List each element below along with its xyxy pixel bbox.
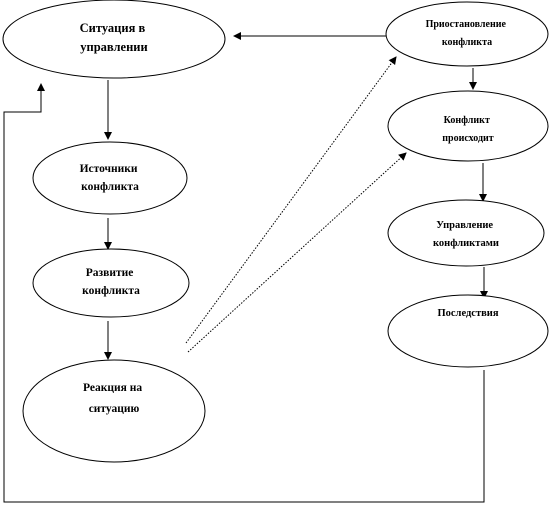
node-development-label: Развитие конфликта bbox=[82, 267, 140, 297]
edge-reaction-to-suspension bbox=[185, 56, 397, 344]
node-situation-label: Ситуация в управлении bbox=[80, 21, 149, 54]
node-management: Управление конфликтами bbox=[387, 199, 545, 267]
edge-reaction-to-occurs bbox=[187, 152, 407, 353]
node-reaction: Реакция на ситуацию bbox=[22, 359, 206, 463]
node-occurs-shape bbox=[387, 90, 549, 162]
node-management-shape bbox=[387, 199, 545, 267]
node-consequences-label: Последствия bbox=[437, 308, 498, 319]
node-situation-shape bbox=[2, 0, 226, 79]
node-situation: Ситуация в управлении bbox=[2, 0, 226, 79]
node-consequences: Последствия bbox=[387, 294, 549, 368]
node-sources-label: Источники конфликта bbox=[80, 163, 141, 193]
node-suspension-shape bbox=[385, 1, 549, 67]
node-suspension-label: Приостановление конфликта bbox=[426, 19, 509, 48]
edges bbox=[3, 32, 488, 503]
node-development: Развитие конфликта bbox=[32, 248, 190, 318]
node-occurs: Конфликт происходит bbox=[387, 90, 549, 162]
node-consequences-shape bbox=[387, 294, 549, 368]
node-sources-shape bbox=[32, 141, 188, 215]
node-development-shape bbox=[32, 248, 190, 318]
node-management-label: Управление конфликтами bbox=[433, 220, 499, 249]
node-sources: Источники конфликта bbox=[32, 141, 188, 215]
node-reaction-label: Реакция на ситуацию bbox=[83, 382, 145, 415]
node-occurs-label: Конфликт происходит bbox=[442, 115, 494, 144]
node-reaction-shape bbox=[22, 359, 206, 463]
edge-feedback-loop bbox=[3, 83, 485, 503]
node-suspension: Приостановление конфликта bbox=[385, 1, 549, 67]
